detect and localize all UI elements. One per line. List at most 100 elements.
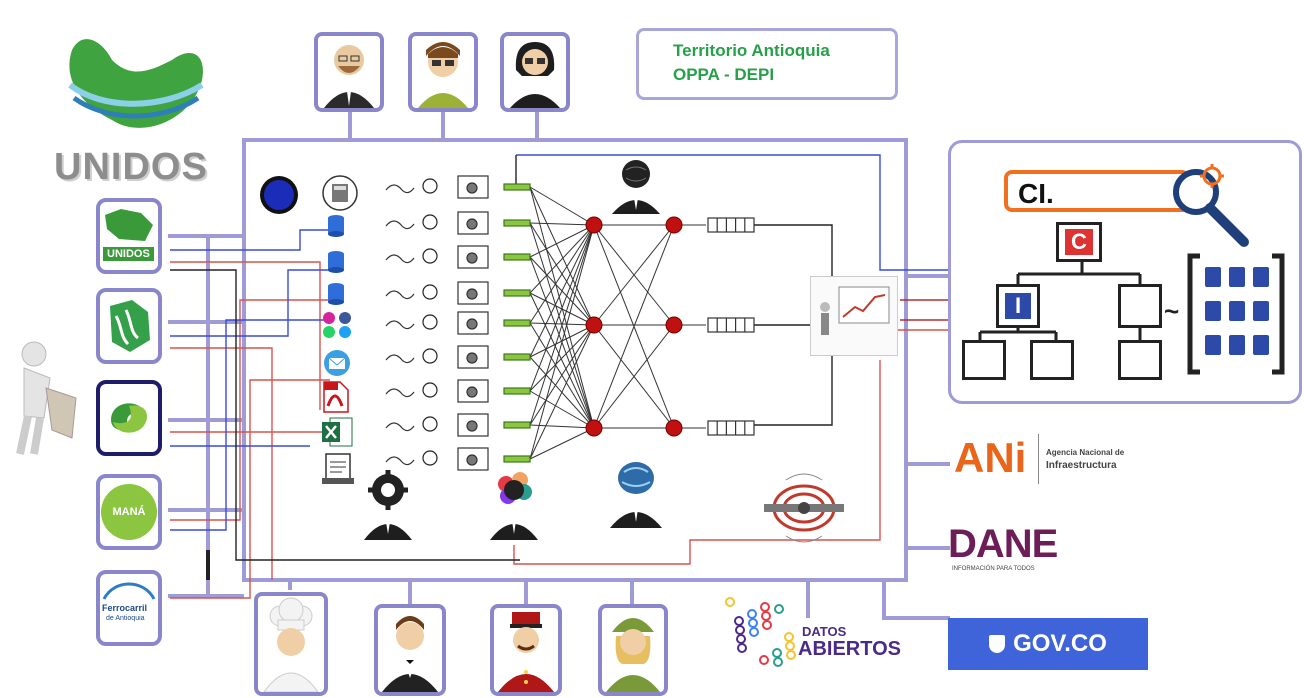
datos-label-1: DATOS bbox=[802, 624, 847, 639]
processor-gear-icon bbox=[466, 420, 478, 432]
processor-gear-icon bbox=[466, 288, 478, 300]
waiter-icon bbox=[382, 616, 438, 692]
data-node-dot bbox=[737, 643, 747, 653]
gov-co-logo[interactable]: GOV.CO bbox=[948, 618, 1148, 670]
pdf-icon bbox=[323, 381, 349, 413]
neuron-head-icon bbox=[612, 160, 660, 214]
processor-gear-icon bbox=[466, 318, 478, 330]
person-woman-avatar[interactable] bbox=[500, 32, 570, 112]
nn-edge bbox=[529, 324, 595, 392]
neuron-icon bbox=[585, 216, 603, 234]
bellboy-icon bbox=[498, 612, 554, 692]
data-node-dot bbox=[736, 634, 746, 644]
data-node-dot bbox=[759, 655, 769, 665]
data-node-dot bbox=[748, 618, 758, 628]
tree-leaf-3[interactable] bbox=[1118, 340, 1162, 380]
unidos-small-label: UNIDOS bbox=[103, 247, 154, 261]
person-waiter-avatar[interactable] bbox=[374, 604, 446, 696]
environment-partner-logo[interactable] bbox=[96, 288, 162, 364]
signal-wave bbox=[385, 254, 415, 264]
unidos-logo-icon bbox=[68, 39, 204, 128]
gov-label: GOV.CO bbox=[1013, 630, 1107, 657]
unidos-partner-logo[interactable]: UNIDOS bbox=[96, 198, 162, 274]
tree-node-c[interactable]: C bbox=[1056, 222, 1102, 262]
tree-node-i[interactable]: I bbox=[996, 284, 1040, 328]
email-icon bbox=[324, 350, 350, 376]
mana-partner-logo[interactable]: MANÁ bbox=[96, 474, 162, 550]
data-bar bbox=[503, 353, 531, 361]
data-node-dot bbox=[786, 650, 796, 660]
data-bar bbox=[503, 387, 531, 395]
signal-wave bbox=[385, 388, 415, 398]
tree-leaf-1[interactable] bbox=[962, 340, 1006, 380]
data-node-dot bbox=[735, 625, 745, 635]
nn-edge bbox=[529, 390, 595, 429]
matrix-cell bbox=[1203, 299, 1223, 323]
ferrocarril-partner-logo[interactable]: Ferrocarril de Antioquia bbox=[96, 570, 162, 646]
hierarchy-tree bbox=[978, 260, 1142, 340]
open-data-network-icon bbox=[725, 597, 796, 667]
database-icon bbox=[328, 251, 344, 273]
matrix-cell bbox=[1203, 333, 1223, 357]
mana-label: MANÁ bbox=[112, 506, 146, 518]
input-gear-icon bbox=[422, 416, 438, 432]
data-node-dot bbox=[761, 611, 771, 621]
person-bald-avatar[interactable] bbox=[314, 32, 384, 112]
matrix-grid-icon bbox=[1187, 253, 1285, 375]
nn-edge bbox=[529, 324, 595, 426]
motor-generator-icon bbox=[764, 473, 844, 543]
nn-edge bbox=[529, 224, 595, 258]
processor-gear-icon bbox=[466, 218, 478, 230]
ani-logo: ANi Agencia Nacional de Infraestructura bbox=[954, 428, 1148, 492]
person-chef-avatar[interactable] bbox=[254, 592, 328, 696]
data-node-dot bbox=[734, 616, 744, 626]
data-bar bbox=[503, 421, 531, 429]
nn-edge bbox=[529, 224, 595, 392]
tree-node-right[interactable] bbox=[1118, 284, 1162, 328]
person-glasses-avatar[interactable] bbox=[408, 32, 478, 112]
ani-subtitle-2: Infraestructura bbox=[1046, 460, 1117, 471]
dane-logo: DANE INFORMACIÓN PARA TODOS bbox=[948, 522, 1068, 578]
tilde-label: ~ bbox=[1164, 296, 1180, 326]
ani-wordmark: ANi bbox=[954, 434, 1027, 481]
data-bar bbox=[503, 219, 531, 227]
processor-gear-icon bbox=[466, 386, 478, 398]
ani-divider bbox=[1038, 434, 1039, 484]
nn-edge bbox=[529, 424, 595, 429]
input-gear-icon bbox=[422, 178, 438, 194]
title-box: Territorio Antioquia OPPA - DEPI bbox=[636, 28, 898, 100]
nn-edge bbox=[529, 224, 595, 426]
chef-icon bbox=[263, 597, 319, 692]
green-partner-logo[interactable] bbox=[96, 380, 162, 456]
data-bar bbox=[503, 319, 531, 327]
data-node-dot bbox=[774, 604, 784, 614]
neuron-icon bbox=[665, 216, 683, 234]
person-farmer-avatar[interactable] bbox=[598, 604, 668, 696]
search-bar[interactable] bbox=[1004, 170, 1190, 212]
railway-arc-icon bbox=[102, 582, 156, 600]
nn-edge bbox=[529, 427, 595, 460]
database-icon bbox=[328, 283, 344, 305]
title-line-1: Territorio Antioquia bbox=[673, 41, 830, 60]
datos-label-2: ABIERTOS bbox=[798, 638, 901, 660]
bald-man-icon bbox=[324, 45, 374, 108]
nn-edge bbox=[529, 224, 595, 294]
leaf-map-icon bbox=[110, 300, 150, 352]
tree-leaf-2[interactable] bbox=[1030, 340, 1074, 380]
shield-icon bbox=[989, 635, 1006, 653]
person-bellboy-avatar[interactable] bbox=[490, 604, 562, 696]
processor-gear-icon bbox=[466, 352, 478, 364]
magnifier-gear-icon[interactable] bbox=[1168, 162, 1254, 252]
nn-edge bbox=[529, 222, 595, 226]
antioquia-map-icon bbox=[105, 209, 153, 241]
nn-edge bbox=[529, 292, 595, 429]
nn-edge bbox=[593, 224, 675, 429]
input-gear-icon bbox=[422, 314, 438, 330]
storage-bin-icon bbox=[322, 175, 358, 211]
neuron-icon bbox=[585, 419, 603, 437]
person-pushing-icon bbox=[16, 341, 77, 455]
data-bar bbox=[503, 289, 531, 297]
data-node-dot bbox=[784, 632, 794, 642]
young-man-icon bbox=[418, 42, 468, 108]
